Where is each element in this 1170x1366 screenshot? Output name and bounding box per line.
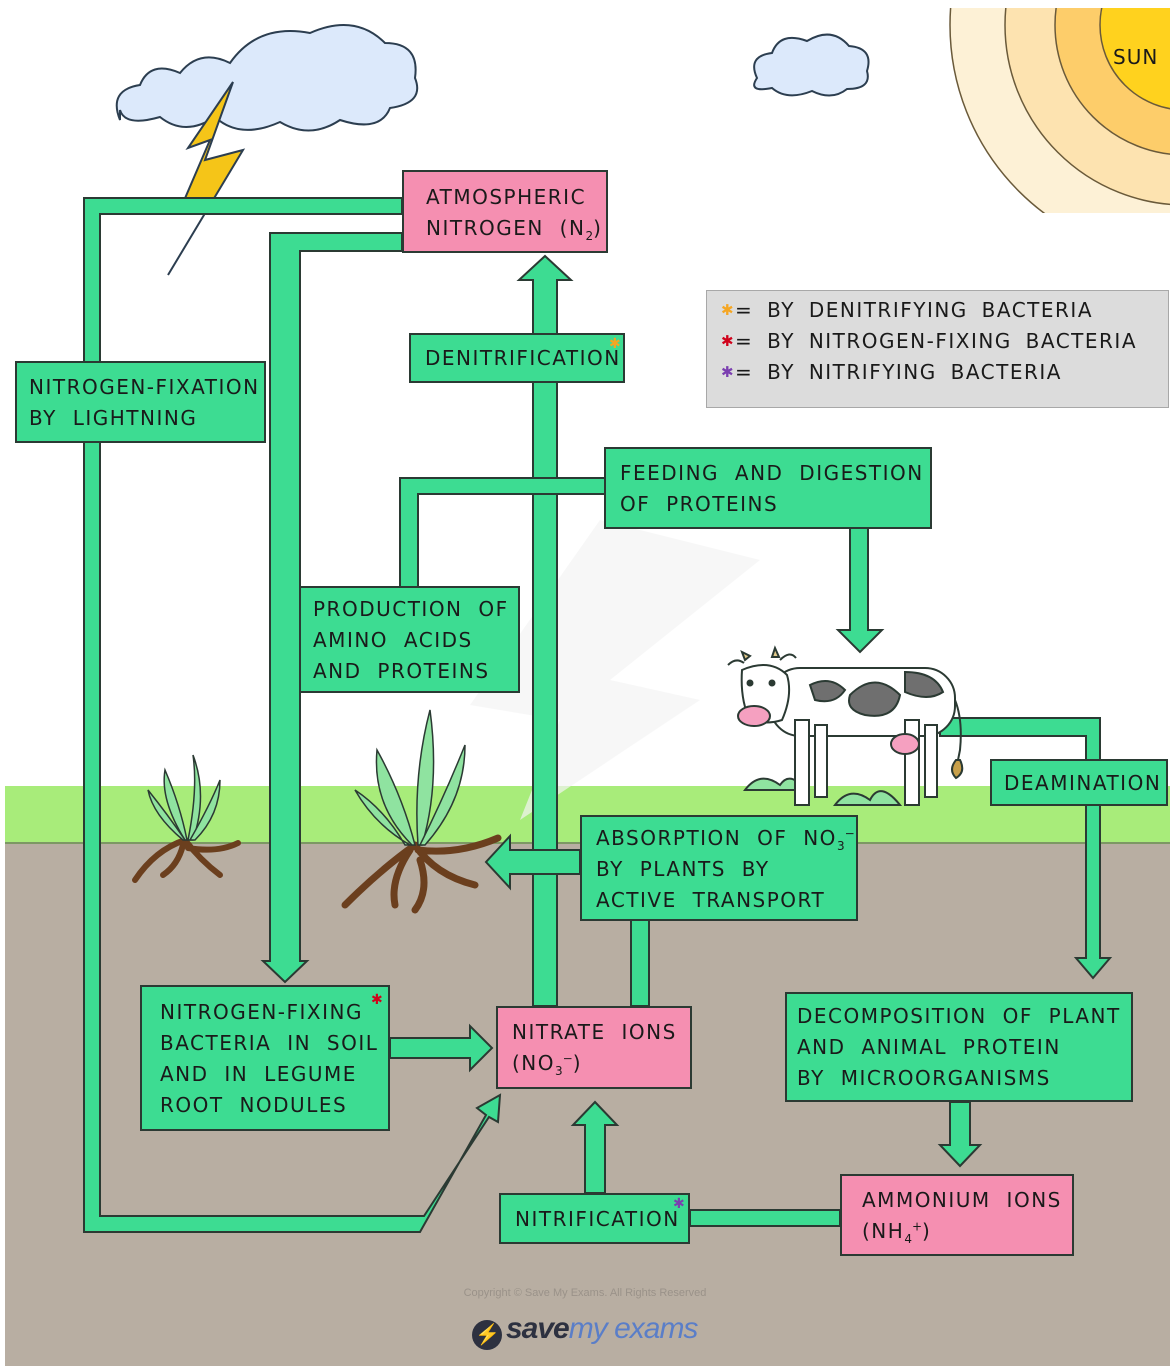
arrow-nitrate-to-absorption bbox=[630, 919, 650, 1007]
fixing-bacteria-line1: NITROGEN-FIXING bbox=[160, 1000, 363, 1024]
brand-logo: ⚡savemy exams bbox=[472, 1312, 699, 1350]
atmospheric-nitrogen-line1: ATMOSPHERIC bbox=[426, 185, 587, 209]
small-plant-icon bbox=[132, 754, 241, 883]
absorption-box: ABSORPTION OF NO3− BY PLANTS BY ACTIVE T… bbox=[580, 815, 858, 921]
cloud-icon bbox=[115, 24, 419, 132]
decomposition-box: DECOMPOSITION OF PLANT AND ANIMAL PROTEI… bbox=[785, 992, 1133, 1102]
arrow-cow-to-decomposition bbox=[939, 717, 1113, 980]
denitrifying-star-icon: ✱ bbox=[609, 336, 623, 352]
fixing-bacteria-line4: ROOT NODULES bbox=[160, 1093, 348, 1117]
ammonium-ions-box: AMMONIUM IONS (NH4+) bbox=[840, 1174, 1074, 1256]
arrow-n2-to-bacteria bbox=[260, 232, 403, 984]
production-line3: AND PROTEINS bbox=[313, 659, 490, 683]
deamination-box: DEAMINATION bbox=[990, 759, 1168, 806]
nitrate-formula: (NO bbox=[512, 1051, 556, 1075]
arrow-absorption-to-plant bbox=[484, 833, 581, 891]
watermark-icon bbox=[470, 520, 760, 820]
deamination-label: DEAMINATION bbox=[1004, 771, 1162, 795]
brand-save: save bbox=[506, 1312, 570, 1345]
nitrification-label: NITRIFICATION bbox=[515, 1207, 680, 1231]
arrow-nitrification-to-nitrate bbox=[570, 1100, 620, 1194]
legend-star-orange-icon: ✱ bbox=[721, 301, 736, 319]
legend-star-purple-icon: ✱ bbox=[721, 363, 736, 381]
absorption-line2: BY PLANTS BY bbox=[596, 857, 770, 881]
ammonium-formula: (NH bbox=[862, 1219, 905, 1243]
feeding-digestion-box: FEEDING AND DIGESTION OF PROTEINS bbox=[604, 447, 932, 529]
fixation-lightning-line2: BY LIGHTNING bbox=[29, 406, 198, 430]
cloud-small-icon bbox=[753, 33, 870, 97]
copyright-notice: Copyright © Save My Exams. All Rights Re… bbox=[463, 1287, 707, 1299]
no3-superscript: − bbox=[844, 826, 855, 841]
nitrifying-star-icon: ✱ bbox=[673, 1196, 687, 1212]
ammonium-close-paren: ) bbox=[922, 1219, 932, 1243]
legend-denitrifying: ✱= BY DENITRIFYING BACTERIA bbox=[721, 295, 1168, 326]
absorption-line1: ABSORPTION OF NO bbox=[596, 826, 837, 850]
denitrification-label: DENITRIFICATION bbox=[425, 346, 621, 370]
nitrate-ions-box: NITRATE IONS (NO3−) bbox=[496, 1006, 692, 1089]
nitrogen-fixing-bacteria-box: NITROGEN-FIXING BACTERIA IN SOIL AND IN … bbox=[140, 985, 390, 1131]
arrow-decomposition-to-ammonium bbox=[937, 1101, 983, 1168]
decomposition-line1: DECOMPOSITION OF PLANT bbox=[797, 1004, 1121, 1028]
sun-label: SUN bbox=[1113, 45, 1159, 69]
feeding-line1: FEEDING AND DIGESTION bbox=[620, 461, 924, 485]
large-plant-icon bbox=[341, 709, 502, 914]
nitrogen-fixing-star-icon: ✱ bbox=[371, 992, 385, 1008]
nitrate-superscript: − bbox=[562, 1051, 573, 1066]
brand-myexams: my exams bbox=[568, 1312, 699, 1345]
lightning-logo-icon: ⚡ bbox=[472, 1320, 502, 1350]
production-line2: AMINO ACIDS bbox=[313, 628, 473, 652]
arrow-nitrate-to-n2 bbox=[516, 254, 574, 1007]
arrow-bacteria-to-nitrate bbox=[389, 1023, 494, 1073]
fixing-bacteria-line3: AND IN LEGUME bbox=[160, 1062, 357, 1086]
sun-icon bbox=[949, 8, 1170, 213]
legend-star-red-icon: ✱ bbox=[721, 332, 736, 350]
arrow-feeding-to-cow bbox=[835, 527, 885, 654]
fixation-lightning-line1: NITROGEN-FIXATION bbox=[29, 375, 260, 399]
cow-icon bbox=[727, 645, 964, 806]
legend: ✱= BY DENITRIFYING BACTERIA ✱= BY NITROG… bbox=[706, 290, 1169, 408]
nitrate-close-paren: ) bbox=[572, 1051, 583, 1075]
arrow-ammonium-to-nitrification bbox=[689, 1209, 841, 1227]
n2-subscript: 2 bbox=[585, 229, 594, 243]
nitrification-box: NITRIFICATION ✱ bbox=[499, 1193, 690, 1244]
atmospheric-nitrogen-formula: NITROGEN (N bbox=[426, 216, 586, 240]
fixing-bacteria-line2: BACTERIA IN SOIL bbox=[160, 1031, 379, 1055]
nitrate-subscript: 3 bbox=[555, 1064, 563, 1078]
denitrification-box: DENITRIFICATION ✱ bbox=[409, 333, 625, 383]
production-amino-acids-box: PRODUCTION OF AMINO ACIDS AND PROTEINS bbox=[299, 586, 520, 693]
absorption-line3: ACTIVE TRANSPORT bbox=[596, 888, 826, 912]
no3-subscript: 3 bbox=[836, 839, 845, 853]
ammonium-superscript: + bbox=[911, 1219, 923, 1234]
legend-nitrogen-fixing: ✱= BY NITROGEN-FIXING BACTERIA bbox=[721, 326, 1168, 357]
feeding-line2: OF PROTEINS bbox=[620, 492, 779, 516]
decomposition-line3: BY MICROORGANISMS bbox=[797, 1066, 1051, 1090]
n2-close-paren: ) bbox=[593, 216, 603, 240]
production-line1: PRODUCTION OF bbox=[313, 597, 509, 621]
legend-nitrifying: ✱= BY NITRIFYING BACTERIA bbox=[721, 357, 1168, 388]
ammonium-subscript: 4 bbox=[904, 1232, 912, 1246]
nitrogen-fixation-lightning-box: NITROGEN-FIXATION BY LIGHTNING bbox=[15, 361, 266, 443]
atmospheric-nitrogen-box: ATMOSPHERIC NITROGEN (N2) bbox=[402, 170, 608, 253]
ammonium-ions-line1: AMMONIUM IONS bbox=[862, 1188, 1062, 1212]
decomposition-line2: AND ANIMAL PROTEIN bbox=[797, 1035, 1061, 1059]
nitrate-ions-line1: NITRATE IONS bbox=[512, 1020, 677, 1044]
